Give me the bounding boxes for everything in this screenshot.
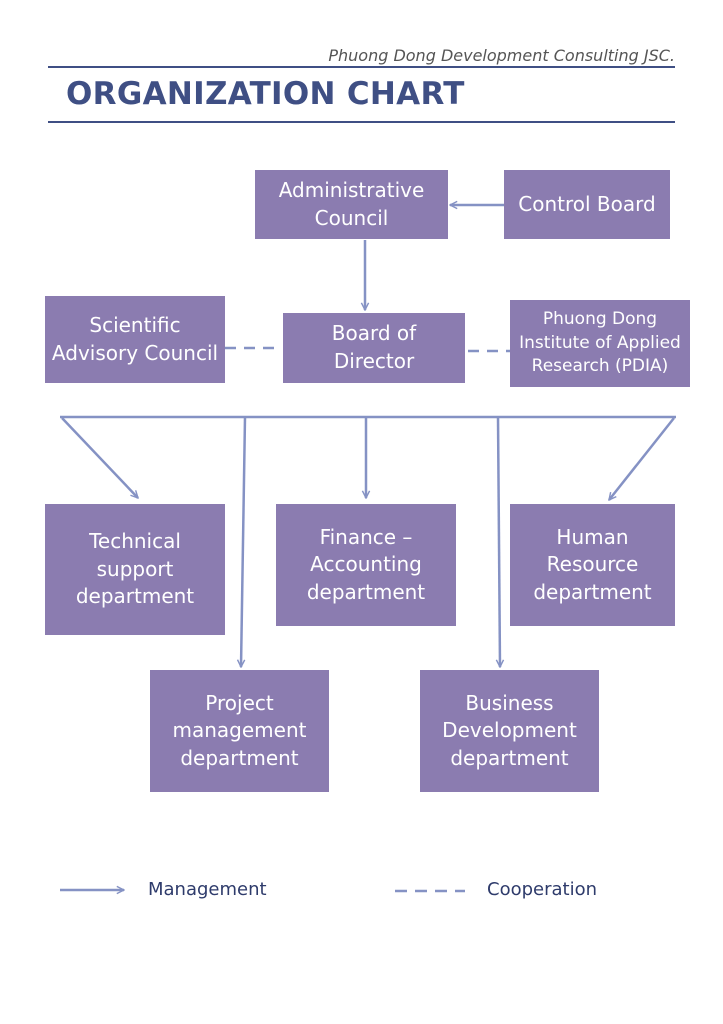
arrow-to-technical (61, 417, 138, 498)
board-of-director-box: Board of Director (283, 313, 465, 383)
legend-cooperation-label: Cooperation (487, 879, 598, 900)
scientific-advisory-council-box: Scientific Advisory Council (45, 296, 225, 383)
human-resource-box: Human Resource department (510, 504, 675, 626)
administrative-council-label: Administrative Council (278, 177, 425, 230)
pdia-label: Phuong Dong Institute of Applied Researc… (519, 309, 681, 377)
company-name: Phuong Dong Development Consulting JSC. (328, 46, 675, 65)
control-board-box: Control Board (504, 170, 670, 239)
human-resource-label: Human Resource department (533, 524, 652, 604)
administrative-council-box: Administrative Council (255, 170, 448, 239)
business-development-label: Business Development department (442, 690, 577, 770)
project-management-box: Project management department (150, 670, 329, 792)
arrow-to-business (498, 416, 500, 667)
finance-accounting-box: Finance – Accounting department (276, 504, 456, 626)
technical-support-box: Technical support department (45, 504, 225, 635)
control-board-label: Control Board (518, 191, 656, 216)
arrow-to-project (241, 416, 247, 667)
pdia-box: Phuong Dong Institute of Applied Researc… (510, 300, 690, 387)
business-development-box: Business Development department (420, 670, 599, 792)
scientific-advisory-council-label: Scientific Advisory Council (51, 312, 219, 365)
project-management-label: Project management department (172, 690, 307, 770)
page-title: ORGANIZATION CHART (66, 76, 465, 112)
header-bottom-rule (48, 121, 675, 123)
legend-management-label: Management (148, 879, 267, 900)
arrow-to-human (609, 417, 675, 500)
header-top-rule (48, 66, 675, 68)
board-of-director-label: Board of Director (331, 321, 417, 373)
technical-support-label: Technical support department (75, 529, 195, 609)
finance-accounting-label: Finance – Accounting department (306, 524, 426, 604)
